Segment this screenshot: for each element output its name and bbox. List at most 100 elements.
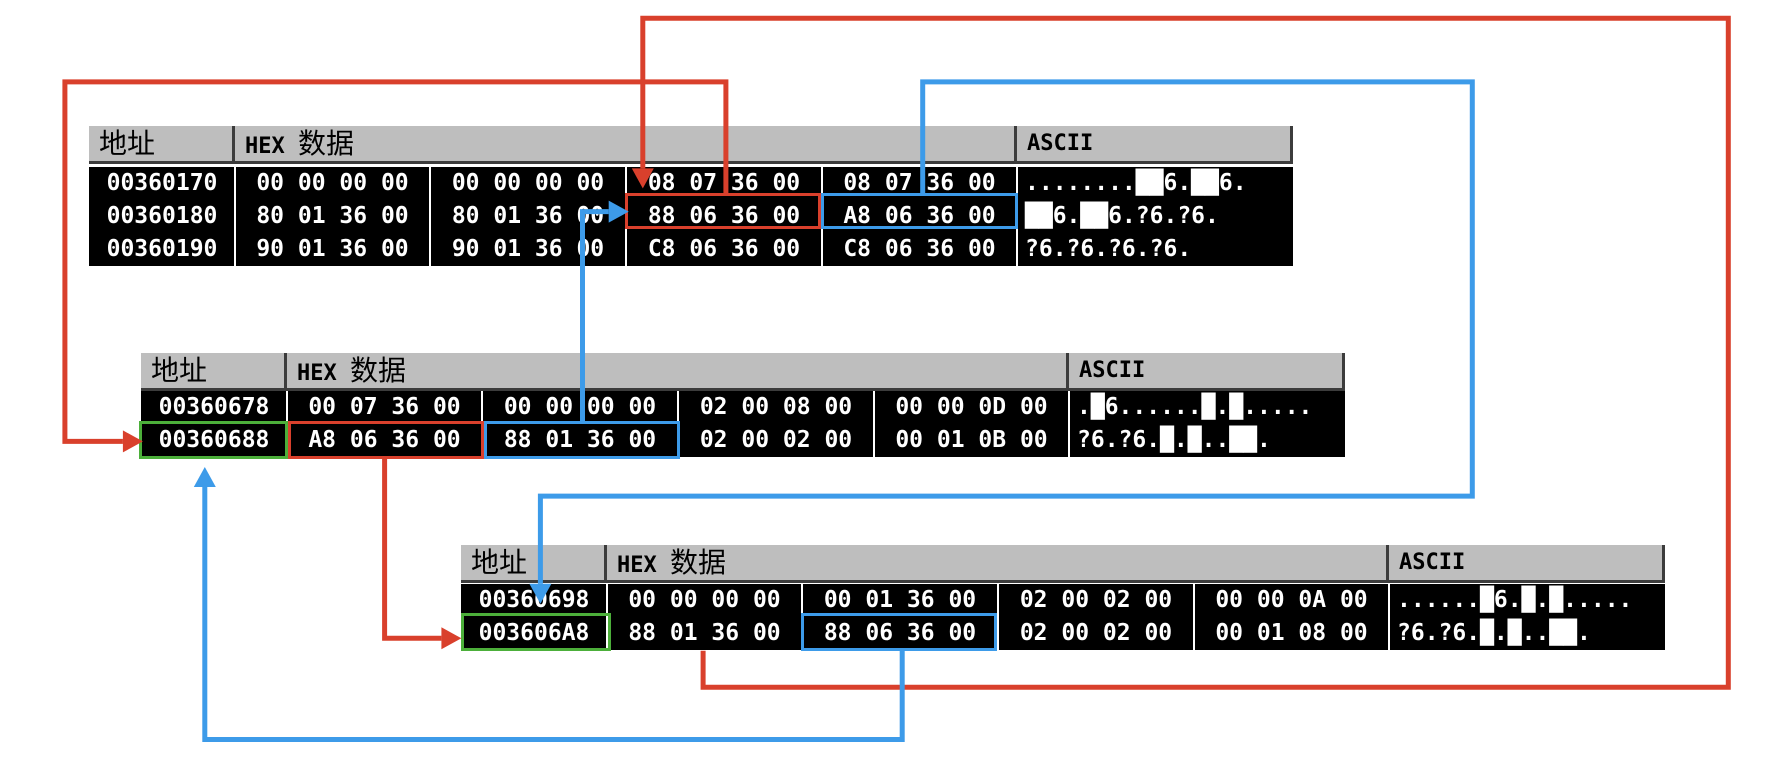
column-divider	[234, 167, 236, 200]
hex-label: HEX	[245, 134, 298, 159]
address-column-header: 地址	[89, 126, 235, 161]
ascii-column-header: ASCII	[1389, 545, 1665, 580]
column-divider	[873, 391, 875, 424]
column-divider	[1068, 391, 1070, 424]
hex-byte-group: 00 00 00 00	[503, 394, 657, 420]
hex-byte-group: 02 00 02 00	[1019, 587, 1173, 613]
column-divider	[606, 617, 608, 650]
hex-data-column-header: HEX 数据	[607, 545, 1389, 580]
ascii-text: ........██6.██6.	[1025, 170, 1247, 196]
hex-byte-group: 08 07 36 00	[843, 170, 996, 196]
column-divider	[821, 233, 823, 266]
hex-data-column-header: HEX 数据	[235, 126, 1017, 161]
column-divider	[677, 391, 679, 424]
column-divider	[234, 200, 236, 233]
hex-byte-group: 00 00 00 00	[256, 170, 409, 196]
column-divider	[1068, 424, 1070, 457]
ascii-text: ?6.?6.█.█..██.	[1077, 427, 1271, 453]
hex-byte-group: 00 00 00 00	[451, 170, 605, 196]
column-divider	[997, 584, 999, 617]
arrow-red-to-00360688-head	[122, 430, 143, 453]
highlight-green-003606a8	[461, 613, 611, 651]
arrow-blue-to-00360698-line	[537, 79, 1475, 584]
hex-row: 00360678 00 07 36 00 00 00 00 00 02 00 08 0…	[141, 391, 1345, 424]
column-divider	[801, 584, 803, 617]
ascii-text: ......█6.█.█.....	[1397, 587, 1633, 613]
arrow-blue-to-src-row-line	[580, 209, 609, 421]
hex-byte-group: 88 06 36 00	[647, 203, 801, 229]
hex-byte-group: 90 01 36 00	[256, 236, 409, 262]
column-divider	[234, 233, 236, 266]
hex-byte-group: 88 01 36 00	[503, 427, 657, 453]
row-address: 00360170	[106, 170, 218, 196]
data-label: 数据	[669, 546, 726, 579]
arrow-blue-to-src-row-head	[608, 200, 629, 223]
address-column-header: 地址	[141, 353, 287, 388]
ascii-text: ?6.?6.█.█..██.	[1397, 620, 1591, 646]
column-divider	[1388, 584, 1390, 617]
column-divider	[429, 233, 431, 266]
hex-byte-group: A8 06 36 00	[843, 203, 996, 229]
row-address: 00360180	[106, 203, 218, 229]
hex-byte-group: 00 01 0B 00	[895, 427, 1048, 453]
arrow-red-to-src-row-line	[640, 15, 1731, 690]
data-label: 数据	[349, 354, 406, 387]
hex-byte-group: 88 06 36 00	[823, 620, 977, 646]
hex-byte-group: 88 01 36 00	[628, 620, 781, 646]
highlight-blue-88013600	[484, 421, 680, 459]
column-divider	[481, 391, 483, 424]
hex-byte-group: 00 00 00 00	[628, 587, 781, 613]
hex-label: HEX	[297, 361, 350, 386]
data-label: 数据	[297, 127, 354, 160]
row-address: 00360688	[158, 427, 270, 453]
column-divider	[1388, 617, 1390, 650]
arrow-blue-to-00360688-head	[193, 467, 216, 487]
column-divider	[1016, 233, 1018, 266]
column-divider	[429, 167, 431, 200]
hex-byte-group: 80 01 36 00	[256, 203, 409, 229]
hex-data-column-header: HEX 数据	[287, 353, 1069, 388]
hex-byte-group: C8 06 36 00	[647, 236, 801, 262]
hex-byte-group: 08 07 36 00	[647, 170, 801, 196]
column-divider	[625, 167, 627, 200]
highlight-red-a8063600	[288, 421, 484, 459]
arrow-red-to-003606a8-line	[382, 458, 442, 641]
hex-byte-group: 00 01 36 00	[823, 587, 977, 613]
arrow-red-to-00360688-line	[62, 79, 729, 444]
column-divider	[1193, 584, 1195, 617]
column-divider	[1193, 617, 1195, 650]
highlight-green-00360688	[139, 421, 288, 459]
ascii-text: ██6.██6.?6.?6.	[1025, 203, 1219, 229]
column-divider	[625, 233, 627, 266]
hex-label: HEX	[617, 553, 670, 578]
hex-byte-group: 00 00 0D 00	[895, 394, 1048, 420]
hex-byte-group: 02 00 02 00	[1019, 620, 1173, 646]
hex-byte-group: C8 06 36 00	[843, 236, 996, 262]
column-divider	[606, 584, 608, 617]
column-divider	[873, 424, 875, 457]
arrow-red-to-src-row-head	[631, 168, 654, 189]
ascii-column-header: ASCII	[1069, 353, 1345, 388]
hex-byte-group: 02 00 08 00	[699, 394, 853, 420]
arrow-blue-to-00360688-line	[202, 487, 905, 742]
hex-byte-group: 00 07 36 00	[308, 394, 461, 420]
highlight-blue-88063600	[801, 613, 997, 651]
ascii-text: .█6......█.█.....	[1077, 394, 1313, 420]
row-address: 00360190	[106, 236, 218, 262]
address-column-header: 地址	[461, 545, 607, 580]
column-divider	[286, 391, 288, 424]
ascii-column-header: ASCII	[1017, 126, 1293, 161]
column-divider	[997, 617, 999, 650]
column-divider	[821, 167, 823, 200]
hex-byte-group: 00 00 0A 00	[1215, 587, 1368, 613]
ascii-text: ?6.?6.?6.?6.	[1025, 236, 1192, 262]
hex-byte-group: 00 01 08 00	[1215, 620, 1368, 646]
row-address: 00360678	[158, 394, 270, 420]
arrow-red-to-003606a8-head	[441, 627, 462, 650]
